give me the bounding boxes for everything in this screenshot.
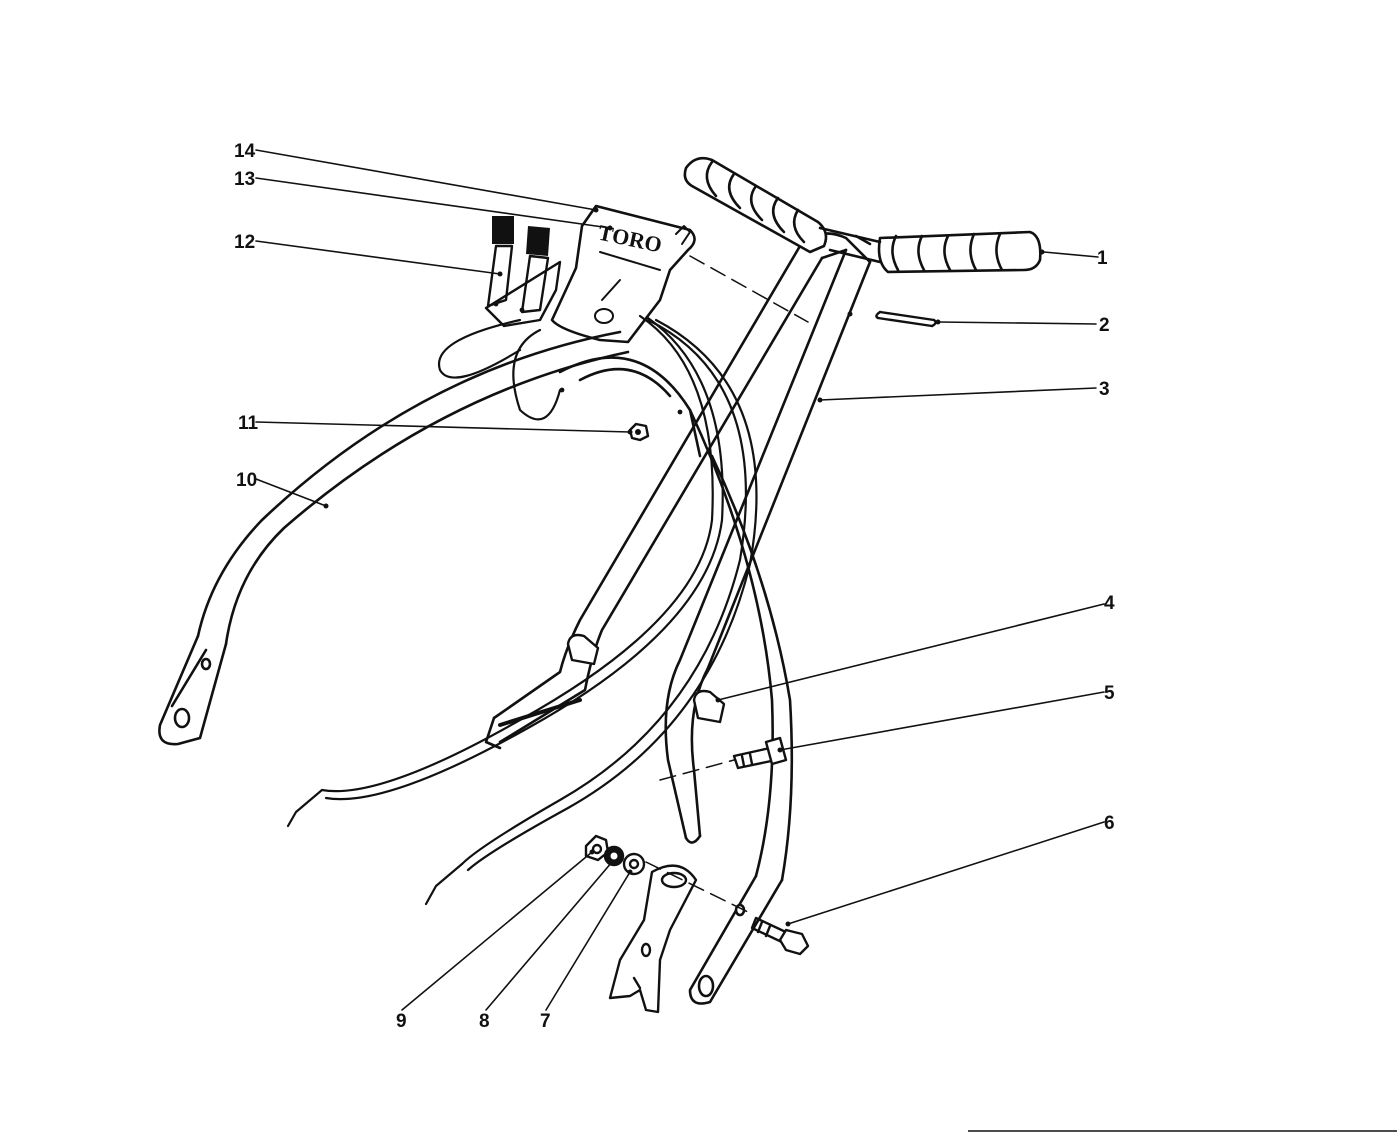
fasteners-7-8-9 xyxy=(584,834,646,876)
control-cables xyxy=(286,314,758,906)
callout-11: 11 xyxy=(238,413,259,434)
linkage-bracket xyxy=(608,864,698,1014)
control-levers xyxy=(484,216,562,328)
handle-grips xyxy=(683,156,1042,274)
control-panel: TORO xyxy=(550,204,696,344)
callout-7: 7 xyxy=(540,1011,551,1032)
lower-handle xyxy=(158,330,794,1005)
callout-14: 14 xyxy=(234,141,256,162)
callout-3: 3 xyxy=(1099,379,1110,400)
callout-1: 1 xyxy=(1097,248,1108,269)
callout-12: 12 xyxy=(234,232,255,253)
callout-4: 4 xyxy=(1104,593,1115,614)
callout-2: 2 xyxy=(1099,315,1110,336)
hex-bolt-6 xyxy=(750,916,810,956)
leader-lines xyxy=(255,149,1105,1011)
callout-5: 5 xyxy=(1104,683,1115,704)
nut-11 xyxy=(628,422,650,442)
cable-clips xyxy=(566,633,726,724)
callout-13: 13 xyxy=(234,169,255,190)
callout-10: 10 xyxy=(236,470,257,491)
callout-9: 9 xyxy=(396,1011,407,1032)
brand-decal: TORO xyxy=(596,220,664,258)
callout-8: 8 xyxy=(479,1011,490,1032)
callout-labels: 1 2 3 4 5 6 7 8 9 10 11 12 13 14 xyxy=(234,141,1115,1032)
upper-handle xyxy=(484,232,872,844)
assembly-centerlines xyxy=(645,255,809,915)
callout-6: 6 xyxy=(1104,813,1115,834)
leader-dots xyxy=(323,207,1045,927)
roll-pin xyxy=(875,310,937,328)
bolt-5 xyxy=(732,736,788,770)
